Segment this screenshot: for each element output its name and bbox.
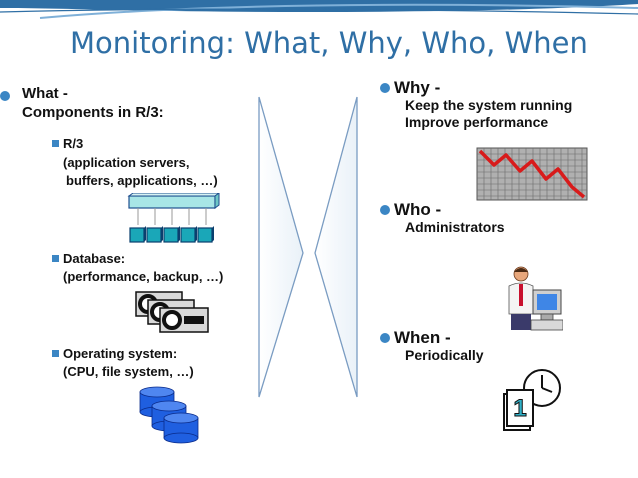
who-line-1: Administrators — [405, 219, 505, 235]
square-bullet-icon — [52, 140, 59, 147]
item-database-label: Database: — [63, 251, 126, 266]
when-heading: When - — [394, 328, 451, 347]
declining-trend-chart-icon — [476, 147, 588, 201]
item-r3-detail-1: (application servers, — [63, 155, 190, 170]
square-bullet-icon — [52, 255, 59, 262]
why-line-1: Keep the system running — [405, 97, 573, 113]
header-swoosh-decoration — [0, 0, 638, 19]
bullet-dot-icon — [380, 83, 390, 93]
item-r3-detail-2: buffers, applications, …) — [66, 173, 218, 188]
what-bullet — [0, 88, 10, 106]
item-os-label: Operating system: — [63, 346, 178, 361]
calendar-clock-icon: 1 — [503, 369, 561, 431]
item-r3-label: R/3 — [63, 136, 84, 151]
bullet-dot-icon — [0, 91, 10, 101]
slide-title: Monitoring: What, Why, Who, When — [70, 26, 588, 60]
when-line-1: Periodically — [405, 347, 484, 363]
square-bullet-icon — [52, 350, 59, 357]
bullet-dot-icon — [380, 205, 390, 215]
database-drums-icon — [139, 386, 199, 444]
why-line-2: Improve performance — [405, 114, 549, 130]
what-heading: What - — [22, 85, 68, 102]
bullet-dot-icon — [380, 333, 390, 343]
components-heading: Components in R/3: — [22, 104, 164, 121]
who-heading: Who - — [394, 200, 442, 219]
r3-servers-diagram-icon — [127, 193, 220, 243]
calendar-day-number: 1 — [513, 395, 526, 422]
funnel-divider-decoration — [258, 96, 358, 398]
administrator-icon — [508, 266, 563, 331]
item-os-detail: (CPU, file system, …) — [63, 364, 194, 379]
why-heading: Why - — [394, 78, 441, 97]
tape-drives-icon — [135, 291, 209, 333]
item-database-detail: (performance, backup, …) — [63, 269, 224, 284]
